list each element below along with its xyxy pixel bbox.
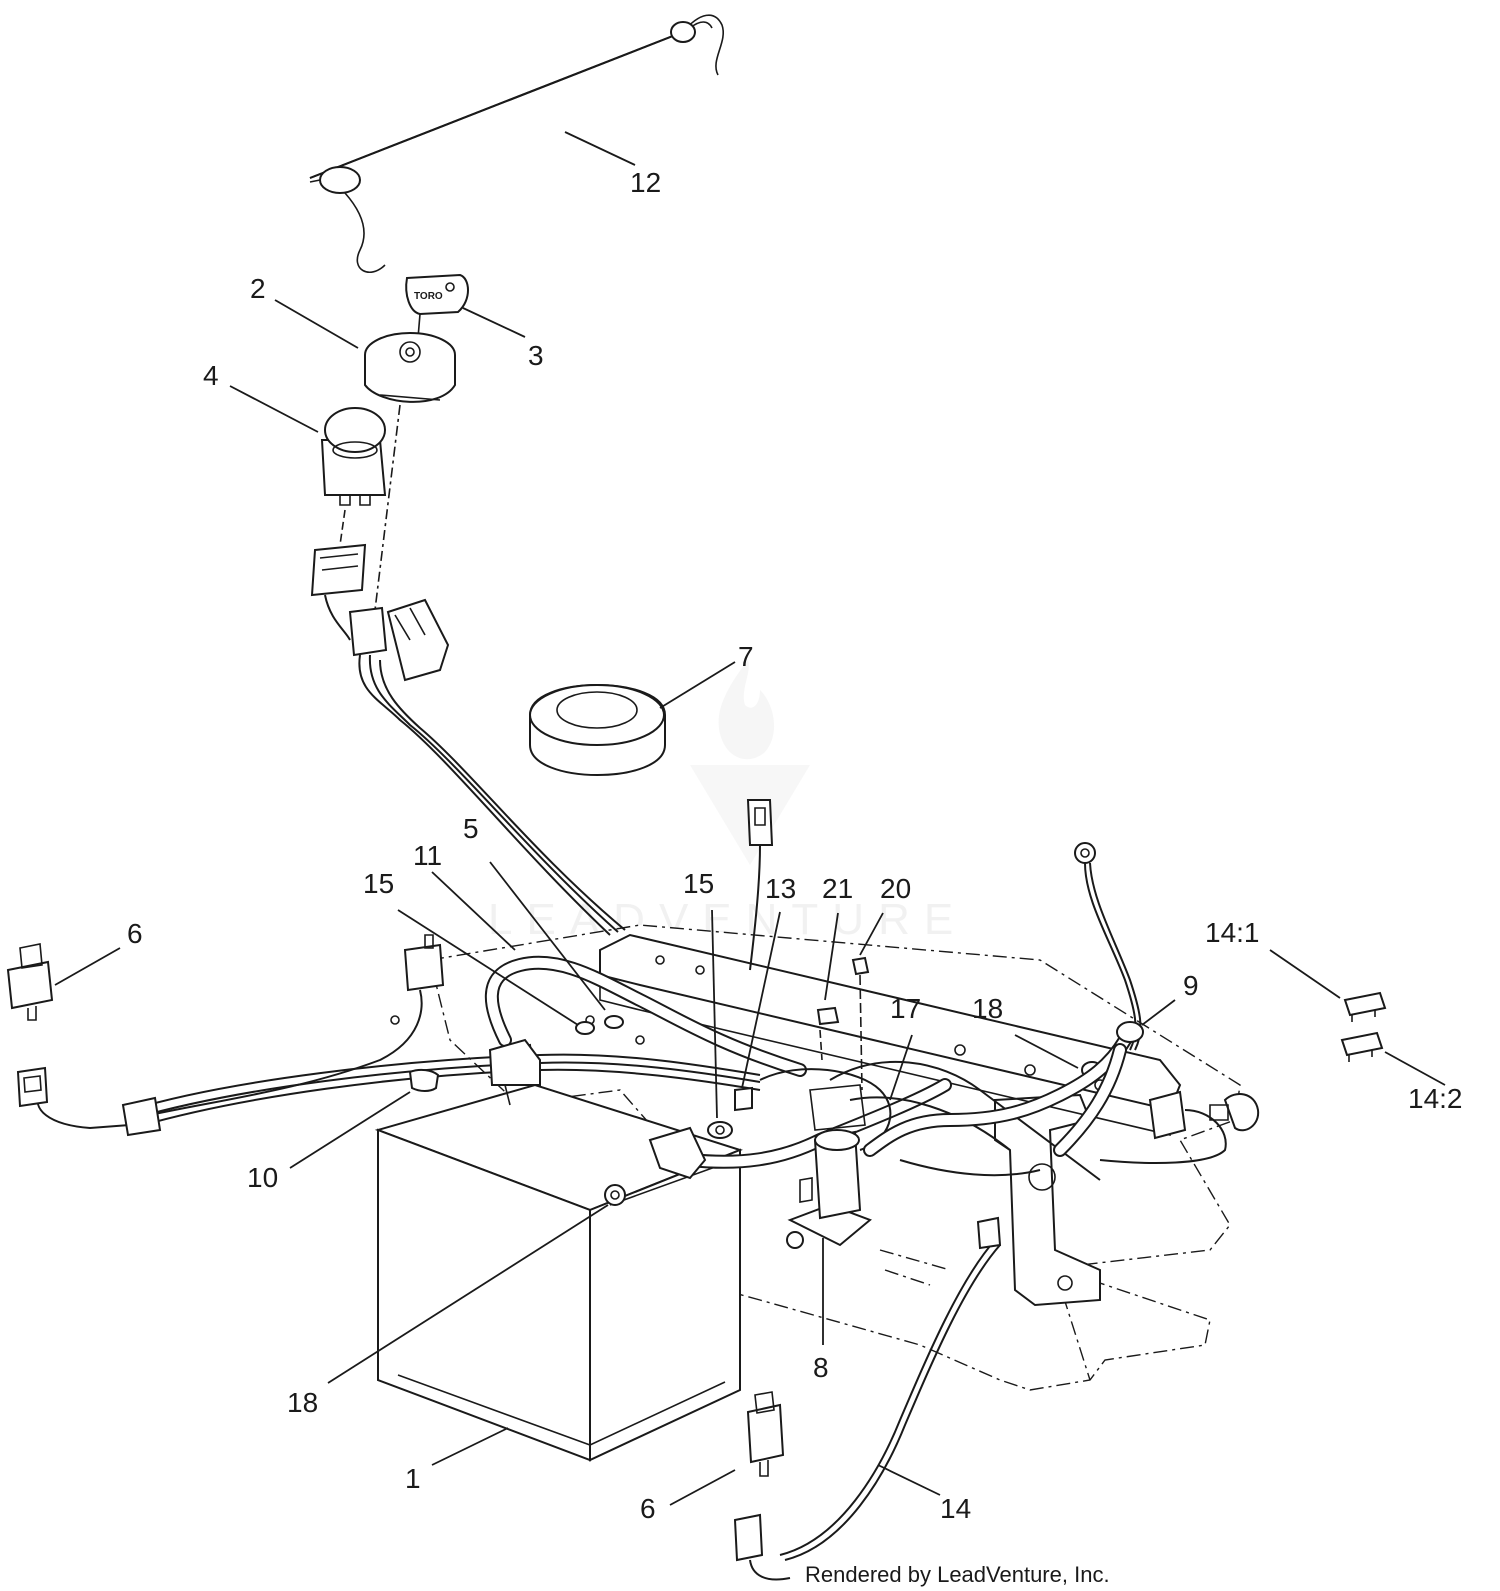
callout-9: 9 — [1183, 970, 1199, 1001]
callout-17: 17 — [890, 993, 921, 1024]
callout-6-left: 6 — [127, 918, 143, 949]
leader-lines — [54, 131, 1446, 1506]
ignition-switch — [364, 332, 456, 403]
harness-clip — [408, 1038, 541, 1092]
callout-4: 4 — [203, 360, 219, 391]
render-credit: Rendered by LeadVenture, Inc. — [805, 1562, 1110, 1587]
plug-left — [16, 1066, 49, 1108]
callout-14-2: 14:2 — [1408, 1083, 1463, 1114]
callout-14-1: 14:1 — [1205, 917, 1260, 948]
switch-connector — [310, 404, 401, 641]
relay-left — [6, 943, 54, 1021]
callout-7: 7 — [738, 641, 754, 672]
callout-12: 12 — [630, 167, 661, 198]
callout-2: 2 — [250, 273, 266, 304]
callout-5: 5 — [463, 813, 479, 844]
callout-18-left: 18 — [287, 1387, 318, 1418]
connector-plug — [746, 799, 774, 971]
wire-harness-center — [759, 1033, 1132, 1181]
callout-21: 21 — [822, 873, 853, 904]
callout-1: 1 — [405, 1463, 421, 1494]
callout-6-bottom: 6 — [640, 1493, 656, 1524]
callout-10: 10 — [247, 1162, 278, 1193]
relay-bottom — [746, 1391, 785, 1477]
callout-3: 3 — [528, 340, 544, 371]
callout-14: 14 — [940, 1493, 971, 1524]
key-brand-label: TORO — [414, 291, 443, 302]
rubber-plug — [529, 684, 666, 776]
callout-20: 20 — [880, 873, 911, 904]
fuses — [1340, 991, 1387, 1062]
pto-switch — [320, 407, 387, 506]
callout-15-left: 15 — [363, 868, 394, 899]
battery-ground-cable — [1053, 842, 1144, 1157]
relay-connector — [403, 934, 445, 992]
wire-harness-main — [358, 654, 626, 936]
wire-harness-right — [1099, 1090, 1260, 1164]
callout-18-right: 18 — [972, 993, 1003, 1024]
callout-13: 13 — [765, 873, 796, 904]
starter-solenoid — [786, 1129, 872, 1249]
callout-8: 8 — [813, 1352, 829, 1383]
wire-harness-lower — [733, 1216, 1002, 1581]
callout-15-right: 15 — [683, 868, 714, 899]
callout-11: 11 — [413, 840, 442, 871]
prop-rod — [309, 14, 725, 274]
ignition-key: TORO — [405, 273, 469, 339]
callout-labels: 12 2 3 4 7 5 11 15 15 13 21 20 6 14:1 9 … — [127, 167, 1463, 1524]
harness-connectors-upper — [348, 598, 450, 682]
